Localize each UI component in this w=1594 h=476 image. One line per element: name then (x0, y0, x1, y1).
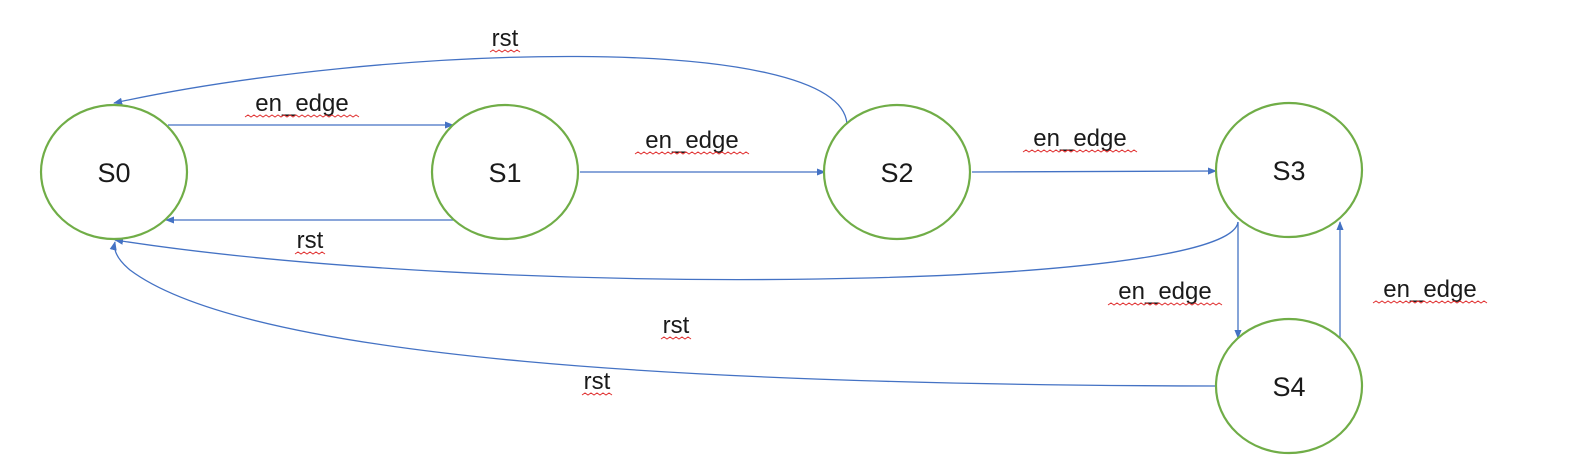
edge-label-s4-s0: rst (584, 368, 611, 395)
state-s3[interactable]: S3 (1214, 101, 1364, 239)
squiggle-s3-s4 (1107, 302, 1223, 306)
edge-s4-s0 (109, 241, 1217, 387)
state-s3-label: S3 (1272, 156, 1305, 186)
state-s0[interactable]: S0 (39, 103, 189, 241)
edge-label-s1-s2: en_edge (645, 127, 738, 154)
squiggle-s4-s3 (1372, 300, 1488, 304)
squiggle-s4-s0 (581, 392, 613, 396)
state-s0-label: S0 (97, 158, 130, 188)
state-s0-circle (39, 103, 189, 241)
edge-label-s3-s0: rst (663, 312, 690, 339)
squiggle-s1-s2 (634, 151, 750, 155)
squiggle-s2-s0 (489, 49, 521, 53)
state-s1-label: S1 (488, 158, 521, 188)
edge-label-s4-s3: en_edge (1383, 276, 1476, 303)
state-s3-circle (1214, 101, 1364, 239)
squiggle-s0-s1 (244, 114, 360, 118)
state-s2-circle (822, 103, 972, 241)
edge-s3-s0 (114, 221, 1239, 281)
edge-label-s0-s1: en_edge (255, 90, 348, 117)
state-s2-label: S2 (880, 158, 913, 188)
state-s2[interactable]: S2 (822, 103, 972, 241)
edge-s2-s0 (113, 55, 848, 125)
edge-labels: en_edge en_edge en_edge en_edge en_edge … (255, 25, 1476, 395)
edge-label-s2-s0: rst (492, 25, 519, 52)
edge-label-s3-s4: en_edge (1118, 278, 1211, 305)
state-s4-label: S4 (1272, 372, 1305, 402)
squiggle-s3-s0 (660, 336, 692, 340)
state-s4[interactable]: S4 (1214, 317, 1364, 455)
state-s4-circle (1214, 317, 1364, 455)
squiggle-s2-s3 (1022, 149, 1138, 153)
edge-label-s1-s0: rst (297, 227, 324, 254)
edge-s2-s3 (971, 167, 1217, 175)
state-s1-circle (430, 103, 580, 241)
edges (109, 55, 1344, 387)
spellcheck-underlines (244, 49, 1488, 396)
squiggle-s1-s0 (294, 251, 326, 255)
edge-label-s2-s3: en_edge (1033, 125, 1126, 152)
state-s1[interactable]: S1 (430, 103, 580, 241)
